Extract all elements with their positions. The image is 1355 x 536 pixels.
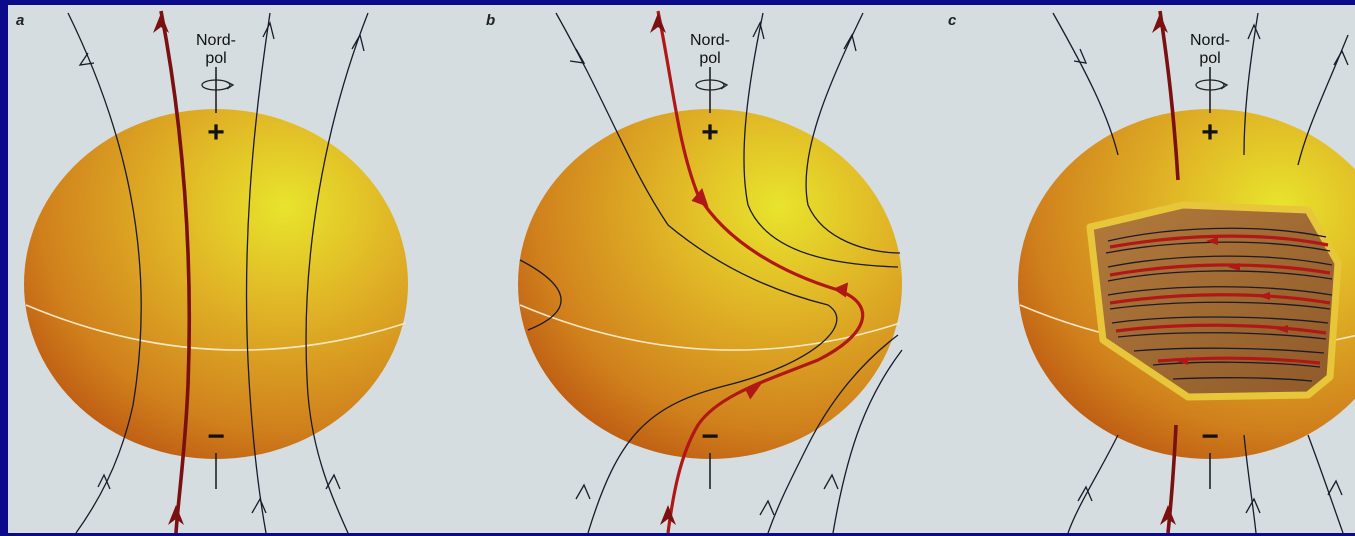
north-sign: + — [207, 116, 225, 149]
panel-letter: a — [16, 12, 24, 29]
panel-letter: b — [486, 12, 495, 29]
panel-b: b Nord- pol + − — [486, 11, 902, 533]
field-line — [1053, 13, 1118, 155]
sun-sphere — [24, 109, 408, 459]
arrow-head-icon — [252, 499, 266, 513]
pole-label-line1: Nord- — [196, 32, 236, 49]
south-sign: − — [1201, 420, 1219, 453]
pole-label-line2: pol — [1199, 50, 1220, 67]
pole-label-line2: pol — [699, 50, 720, 67]
arrow-head-icon — [352, 35, 364, 51]
south-sign: − — [207, 420, 225, 453]
arrow-head-icon — [1328, 481, 1342, 495]
north-sign: + — [701, 116, 719, 149]
figure-frame: a Nord- pol + − b — [8, 5, 1355, 533]
arrow-head-icon — [824, 475, 838, 489]
south-sign: − — [701, 420, 719, 453]
red-arrow-head-icon — [1152, 13, 1168, 33]
pole-label-line2: pol — [205, 50, 226, 67]
panel-letter: c — [948, 12, 957, 29]
field-line — [1068, 435, 1118, 533]
red-arrow-head-icon — [153, 13, 169, 33]
red-arrow-head-icon — [650, 13, 666, 33]
arrow-head-icon — [80, 53, 94, 65]
arrow-head-icon — [1074, 49, 1086, 63]
pole-label-line1: Nord- — [1190, 32, 1230, 49]
arrow-head-icon — [760, 501, 774, 515]
panel-a: a Nord- pol + − — [16, 11, 408, 533]
pole-label-line1: Nord- — [690, 32, 730, 49]
arrow-head-icon — [576, 485, 590, 499]
north-sign: + — [1201, 116, 1219, 149]
sun-magnetic-field-diagram: a Nord- pol + − b — [8, 5, 1355, 533]
arrow-head-icon — [1078, 487, 1092, 501]
arrow-head-icon — [263, 23, 274, 39]
panel-c: c — [948, 11, 1355, 533]
